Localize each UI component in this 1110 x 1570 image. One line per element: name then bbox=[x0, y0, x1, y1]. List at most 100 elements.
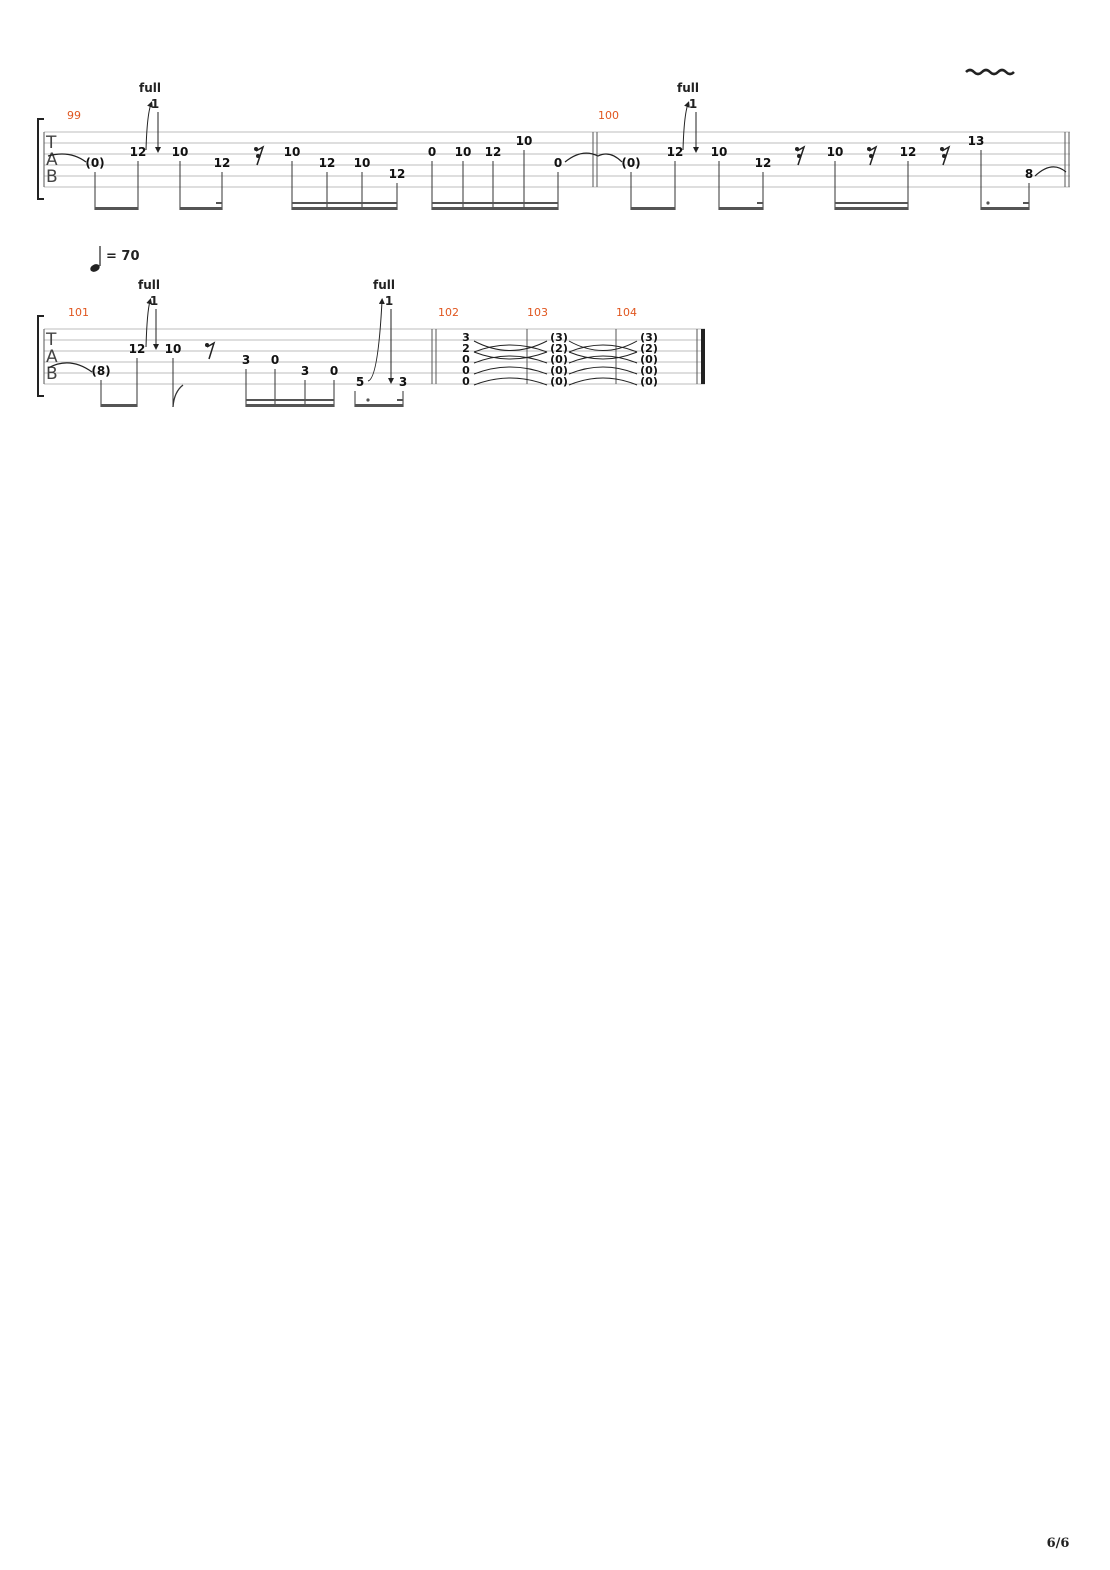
fret-number: 0 bbox=[428, 145, 436, 159]
fret-number: 10 bbox=[354, 156, 371, 170]
fret-number: 12 bbox=[129, 342, 146, 356]
fret-number: 0 bbox=[462, 364, 470, 377]
fret-number: 0 bbox=[462, 353, 470, 366]
fret-number: 0 bbox=[462, 375, 470, 388]
measure-number-101: 101 bbox=[68, 306, 89, 319]
fret-number: 5 bbox=[356, 375, 364, 389]
measure-number-104: 104 bbox=[616, 306, 637, 319]
tab-clef-t: T bbox=[45, 133, 57, 153]
beams bbox=[631, 201, 1029, 210]
tie-arc bbox=[564, 152, 623, 163]
tempo-value: = 70 bbox=[106, 249, 140, 264]
vibrato-mark bbox=[965, 68, 1015, 76]
bend-full-label: full bbox=[677, 81, 699, 95]
fret-number: 3 bbox=[462, 331, 470, 344]
fret-number: (0) bbox=[640, 375, 658, 388]
fret-number: (8) bbox=[91, 364, 110, 378]
fret-number: 12 bbox=[900, 145, 917, 159]
system-bracket bbox=[37, 315, 44, 397]
tie-arc bbox=[1034, 166, 1067, 177]
system-bracket bbox=[37, 118, 44, 200]
bend-up-arrow bbox=[367, 298, 385, 382]
page-number: 6/6 bbox=[1046, 1536, 1070, 1551]
fret-number: 10 bbox=[516, 134, 533, 148]
fret-number: 10 bbox=[827, 145, 844, 159]
tab-clef-b: B bbox=[46, 167, 58, 187]
fret-number: (2) bbox=[550, 342, 568, 355]
fret-number: (3) bbox=[640, 331, 658, 344]
bend-full-label: full bbox=[373, 278, 395, 292]
fret-number: 0 bbox=[271, 353, 279, 367]
system-1: T A B 99 100 (0) 12 10 12 10 12 10 12 0 … bbox=[37, 68, 1070, 210]
tab-clef-b: B bbox=[46, 364, 58, 384]
fret-number: (0) bbox=[85, 156, 104, 170]
fret-number: 3 bbox=[242, 353, 250, 367]
measure-number-100: 100 bbox=[598, 109, 619, 122]
beams bbox=[95, 202, 558, 210]
staff-lines bbox=[44, 328, 705, 385]
bend-up-arrow bbox=[145, 101, 153, 151]
chord-ties bbox=[473, 340, 638, 386]
tie-arc bbox=[47, 153, 87, 163]
fret-number: (0) bbox=[640, 364, 658, 377]
fret-number: (0) bbox=[640, 353, 658, 366]
tab-clef-t: T bbox=[45, 330, 57, 350]
fret-number: 12 bbox=[319, 156, 336, 170]
fret-number: (0) bbox=[550, 364, 568, 377]
bend-amount: 1 bbox=[385, 294, 393, 308]
note-stems bbox=[630, 150, 1030, 210]
final-barline-thick bbox=[701, 329, 705, 384]
system-2: = 70 T A B 101 102 103 104 (8) 12 bbox=[37, 246, 705, 408]
sixteenth-rest bbox=[795, 145, 806, 166]
fret-number: 10 bbox=[711, 145, 728, 159]
quarter-note-icon bbox=[90, 264, 100, 272]
measure-number-99: 99 bbox=[67, 109, 81, 122]
fret-number: 3 bbox=[399, 375, 407, 389]
bend-up-arrow bbox=[682, 101, 690, 151]
bend-amount: 1 bbox=[150, 294, 158, 308]
fret-number: 12 bbox=[755, 156, 772, 170]
fret-number: (3) bbox=[550, 331, 568, 344]
fret-number: (0) bbox=[550, 353, 568, 366]
fret-number: 13 bbox=[968, 134, 985, 148]
bend-up-arrow bbox=[145, 298, 153, 348]
chord-102: 3 2 0 0 0 bbox=[462, 331, 470, 388]
fret-number: 12 bbox=[214, 156, 231, 170]
tab-clef-a: A bbox=[46, 347, 58, 367]
chord-103: (3) (2) (0) (0) (0) bbox=[550, 331, 568, 388]
chord-104: (3) (2) (0) (0) (0) bbox=[640, 331, 658, 388]
eighth-flag bbox=[172, 384, 184, 408]
tempo-marking: = 70 bbox=[90, 246, 140, 272]
fret-number: 12 bbox=[389, 167, 406, 181]
fret-number: 2 bbox=[462, 342, 470, 355]
fret-number: (0) bbox=[550, 375, 568, 388]
fret-number: 8 bbox=[1025, 167, 1033, 181]
measure-number-102: 102 bbox=[438, 306, 459, 319]
fret-number: 10 bbox=[165, 342, 182, 356]
sixteenth-rest bbox=[254, 145, 265, 166]
bend-full-label: full bbox=[138, 278, 160, 292]
fret-number: 0 bbox=[330, 364, 338, 378]
tie-arc bbox=[47, 362, 93, 373]
fret-number: (2) bbox=[640, 342, 658, 355]
eighth-rest bbox=[205, 341, 216, 360]
fret-number: 12 bbox=[130, 145, 147, 159]
fret-number: 10 bbox=[172, 145, 189, 159]
bend-full-label: full bbox=[139, 81, 161, 95]
fret-number: 0 bbox=[554, 156, 562, 170]
note-stems bbox=[94, 150, 559, 210]
fret-number: 12 bbox=[667, 145, 684, 159]
fret-number: 3 bbox=[301, 364, 309, 378]
staff-lines bbox=[44, 131, 1070, 188]
fret-number: (0) bbox=[621, 156, 640, 170]
sixteenth-rest bbox=[867, 145, 878, 166]
bend-amount: 1 bbox=[151, 97, 159, 111]
beams bbox=[101, 398, 403, 407]
bend-amount: 1 bbox=[689, 97, 697, 111]
fret-number: 10 bbox=[284, 145, 301, 159]
fret-number: 10 bbox=[455, 145, 472, 159]
sixteenth-rest bbox=[940, 145, 951, 166]
fret-number: 12 bbox=[485, 145, 502, 159]
measure-number-103: 103 bbox=[527, 306, 548, 319]
